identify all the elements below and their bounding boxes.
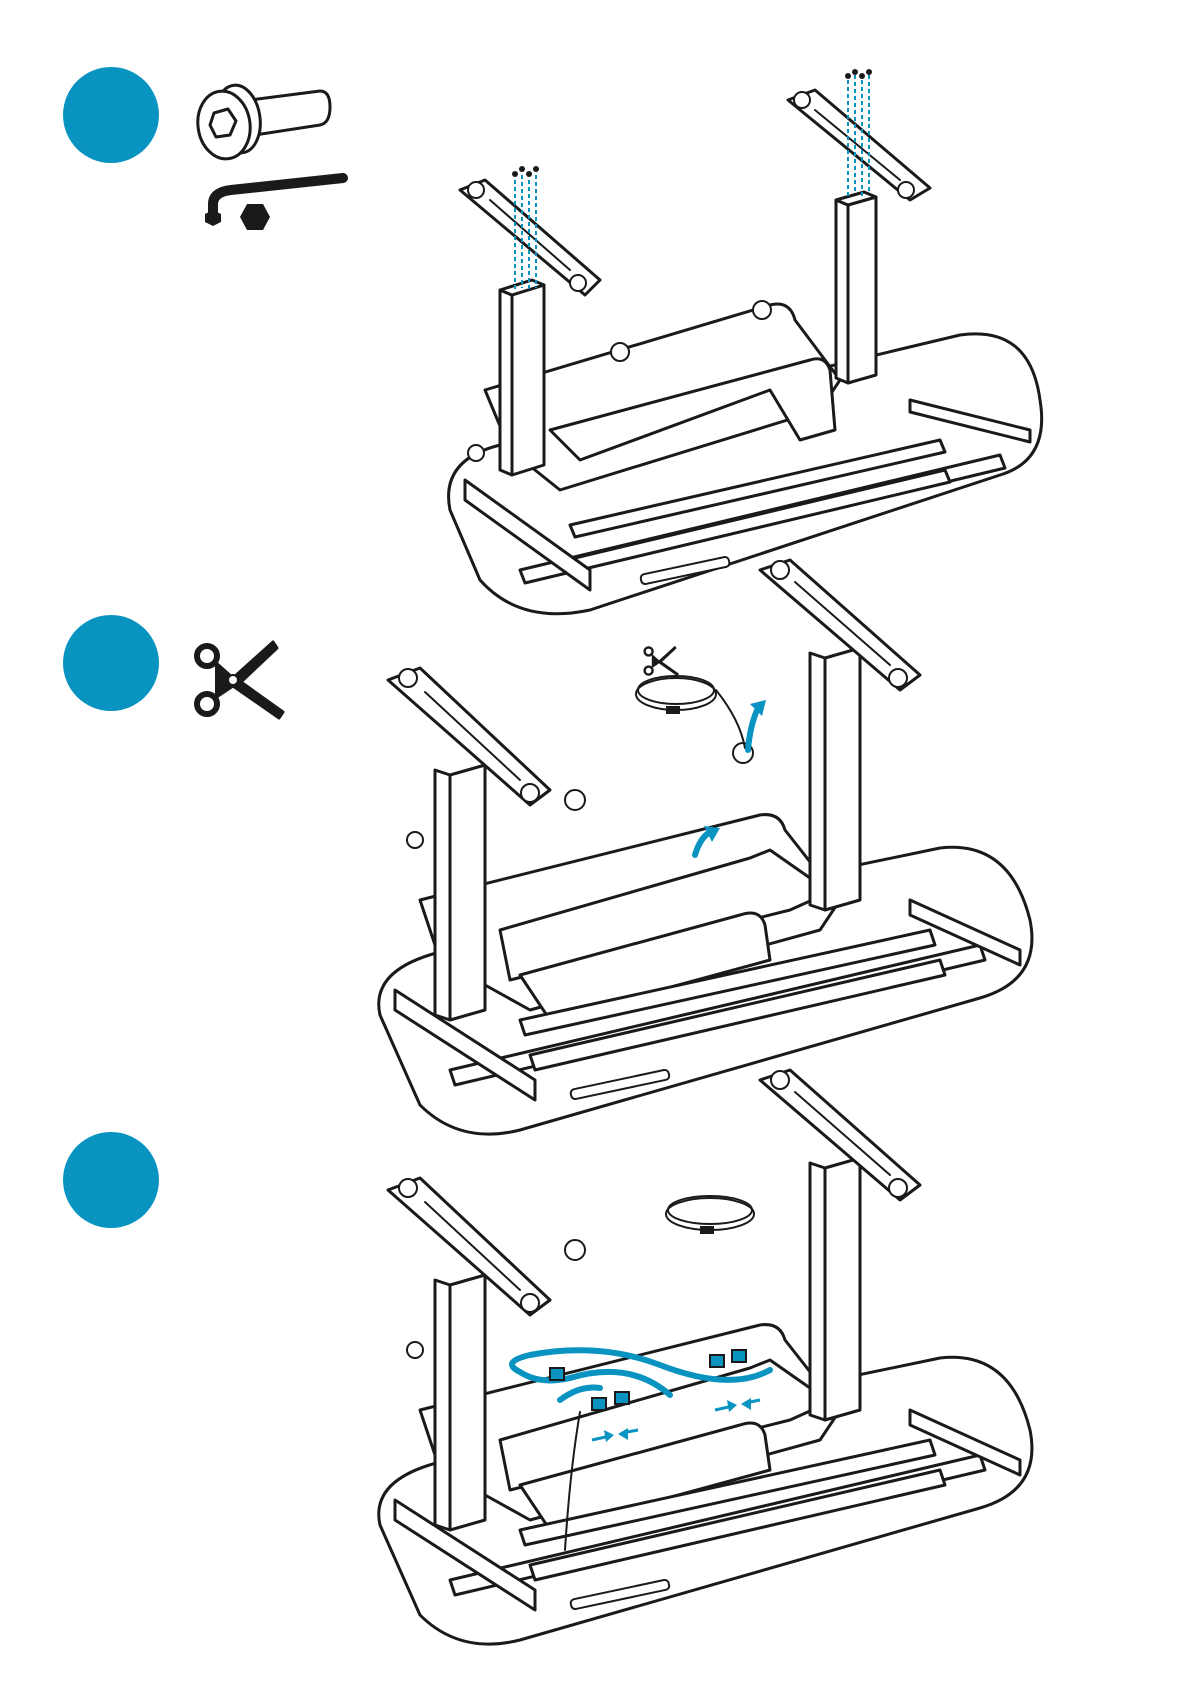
allen-key-icon: [203, 170, 353, 230]
hex-bolt-icon: [190, 85, 340, 165]
coiled-power-cable: [636, 676, 745, 748]
step-1-badge: [63, 67, 159, 163]
hex-nut-icon: [238, 202, 272, 232]
small-scissors-icon: [645, 646, 679, 676]
step-3-badge: [63, 1132, 159, 1228]
step-1-illustration: [440, 70, 1060, 630]
coiled-power-cable: [666, 1196, 754, 1234]
step-2-badge: [63, 615, 159, 711]
step-2-illustration: [370, 600, 1060, 1145]
step-3-illustration: [370, 1110, 1060, 1655]
route-arrow-up: [748, 700, 766, 750]
scissors-icon: [193, 640, 293, 720]
